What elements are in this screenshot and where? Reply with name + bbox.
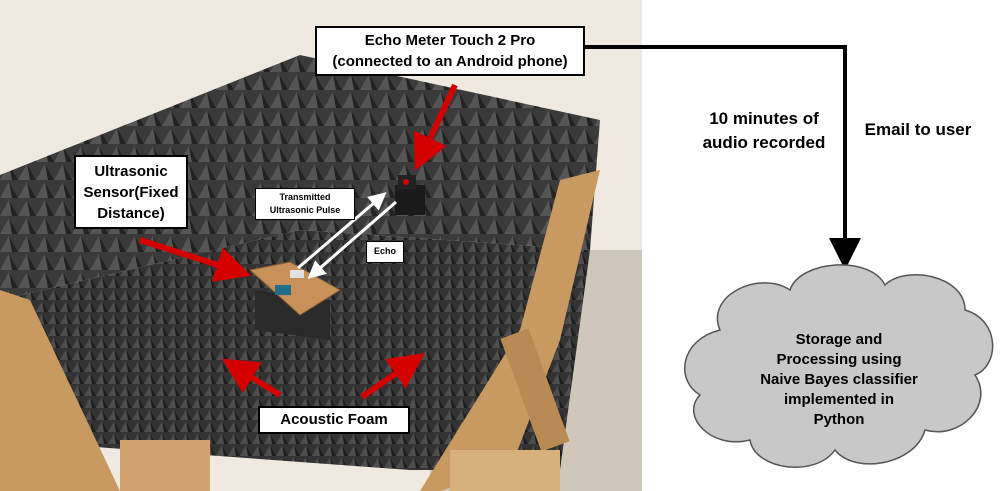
echo-meter-stand (395, 185, 425, 215)
flow-line (585, 45, 861, 270)
transmitted-pulse-label: Transmitted Ultrasonic Pulse (255, 188, 355, 220)
arduino-board (275, 285, 291, 295)
wooden-post-right (500, 328, 570, 452)
arrow-foam-right (360, 353, 425, 400)
transmitted-pulse-arrow (297, 192, 387, 270)
processing-cloud (684, 264, 994, 469)
ultrasonic-sensor-label: Ultrasonic Sensor(Fixed Distance) (74, 155, 188, 229)
cloud-text: Storage and Processing using Naive Bayes… (760, 331, 918, 428)
wooden-frame-right (420, 170, 600, 491)
flow-connector (585, 45, 861, 270)
arrow-to-echo-meter (413, 83, 458, 171)
signal-arrows (297, 192, 397, 279)
sensor-board (248, 261, 341, 316)
sensor-module (290, 270, 304, 278)
acoustic-foam-label: Acoustic Foam (258, 406, 410, 434)
email-label: Email to user (864, 120, 972, 139)
wooden-plank (450, 450, 560, 491)
arrow-foam-left (221, 358, 282, 398)
pointer-arrows (139, 83, 458, 400)
echo-meter-light (403, 179, 409, 185)
echo-meter-label: Echo Meter Touch 2 Pro (connected to an … (315, 26, 585, 76)
echo-arrow (307, 200, 397, 279)
foam-floor (0, 230, 590, 470)
echo-label: Echo (366, 241, 404, 263)
wooden-post (120, 440, 210, 491)
wooden-frame-front (0, 290, 120, 491)
arrow-to-sensor (139, 237, 252, 282)
photo (0, 0, 642, 491)
audio-recorded-label: 10 minutes of audio recorded (702, 109, 826, 152)
